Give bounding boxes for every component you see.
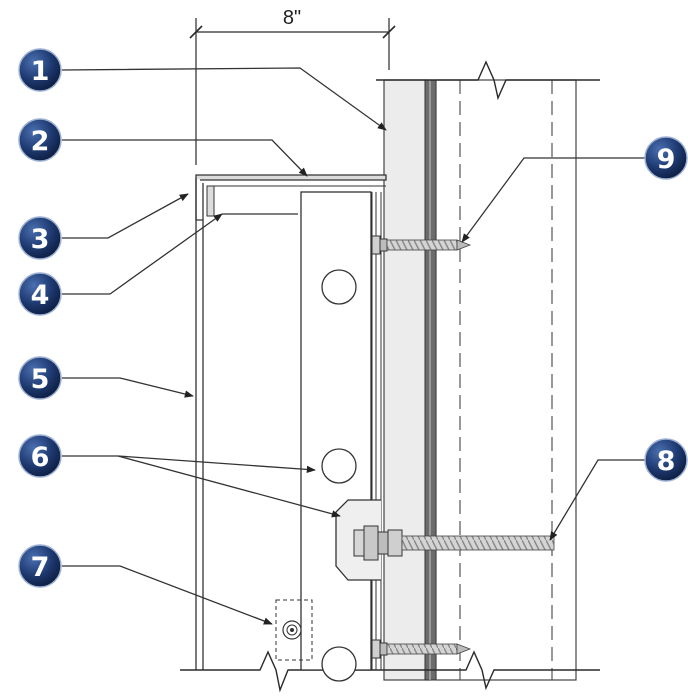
continuous-cleat xyxy=(206,185,215,217)
callout-number: 7 xyxy=(31,552,50,583)
anchor-plate xyxy=(300,191,382,682)
anchor-bolt xyxy=(353,525,555,561)
callout-number: 5 xyxy=(31,364,50,395)
top-screw xyxy=(371,235,472,255)
callout-number: 4 xyxy=(31,280,50,311)
plate-hole xyxy=(321,269,357,305)
callout-6: 6 xyxy=(18,434,62,478)
callout-number: 8 xyxy=(657,446,676,477)
callout-number: 2 xyxy=(31,126,50,157)
bottom-screw xyxy=(371,639,472,659)
fastener-detail xyxy=(275,599,313,661)
callout-5: 5 xyxy=(18,356,62,400)
plate-hole xyxy=(321,448,357,484)
wall-assembly xyxy=(376,60,600,691)
callout-number: 9 xyxy=(657,144,676,175)
callout-number: 6 xyxy=(31,442,50,473)
leader-lines xyxy=(61,67,656,625)
callout-number: 1 xyxy=(31,56,50,87)
callout-7: 7 xyxy=(18,544,62,588)
dimension-label: 8" xyxy=(283,7,301,29)
dimension-8in: 8" xyxy=(189,7,396,165)
plate-hole xyxy=(321,646,357,682)
callout-4: 4 xyxy=(18,272,62,316)
callout-number: 3 xyxy=(31,224,50,255)
callout-1: 1 xyxy=(18,48,62,92)
fascia-panel xyxy=(180,178,376,693)
callout-3: 3 xyxy=(18,216,62,260)
callout-2: 2 xyxy=(18,118,62,162)
callout-9: 9 xyxy=(644,136,688,180)
callout-8: 8 xyxy=(644,438,688,482)
